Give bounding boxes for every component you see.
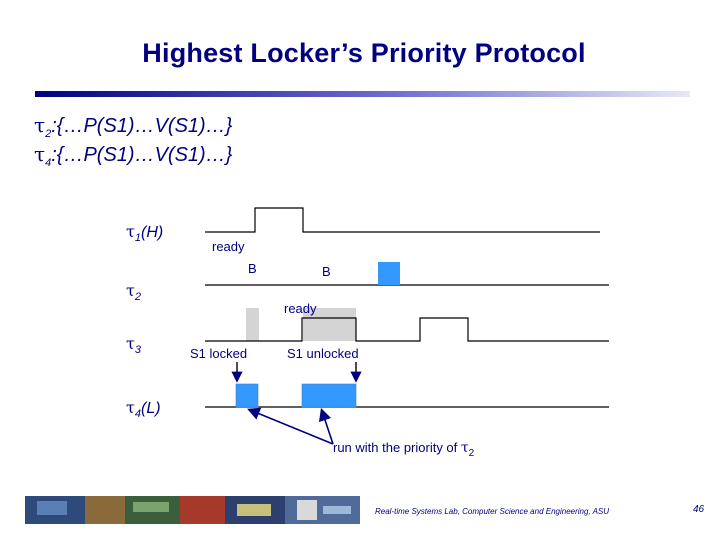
ready-label-tau3: ready	[284, 301, 317, 316]
title-rule	[35, 91, 690, 97]
footer-banner-image	[25, 496, 360, 524]
blocked-label-2: B	[322, 264, 331, 279]
ready-label-tau2: ready	[212, 239, 245, 254]
code-line-tau2: τ2:{…P(S1)…V(S1)…}	[34, 113, 233, 140]
tau3-timeline	[205, 317, 609, 342]
footer-text: Real-time Systems Lab, Computer Science …	[375, 507, 610, 516]
blocked-label-1: B	[248, 261, 257, 276]
task-label-tau2: τ2	[126, 281, 141, 304]
tau1-timeline	[205, 207, 600, 233]
slide-title: Highest Locker’s Priority Protocol	[142, 38, 586, 68]
task-label-tau4: τ4(L)	[126, 398, 161, 421]
s1-unlocked-label: S1 unlocked	[287, 346, 359, 361]
page-number: 46	[693, 504, 705, 515]
priority-arrow-2	[318, 407, 334, 445]
tau2-exec-block	[378, 262, 400, 285]
run-priority-label: run with the priority of τ2	[333, 440, 475, 459]
task-label-tau1: τ1(H)	[126, 222, 164, 245]
blocked-shade-2	[303, 308, 356, 341]
blocked-shade-1	[246, 308, 259, 341]
priority-arrow-1	[247, 407, 334, 445]
tau4-exec-block-2	[301, 383, 357, 408]
code-line-tau4: τ4:{…P(S1)…V(S1)…}	[34, 142, 233, 169]
s1-locked-label: S1 locked	[190, 346, 247, 361]
tau4-exec-block-1	[235, 383, 259, 408]
task-label-tau3: τ3	[126, 334, 141, 357]
